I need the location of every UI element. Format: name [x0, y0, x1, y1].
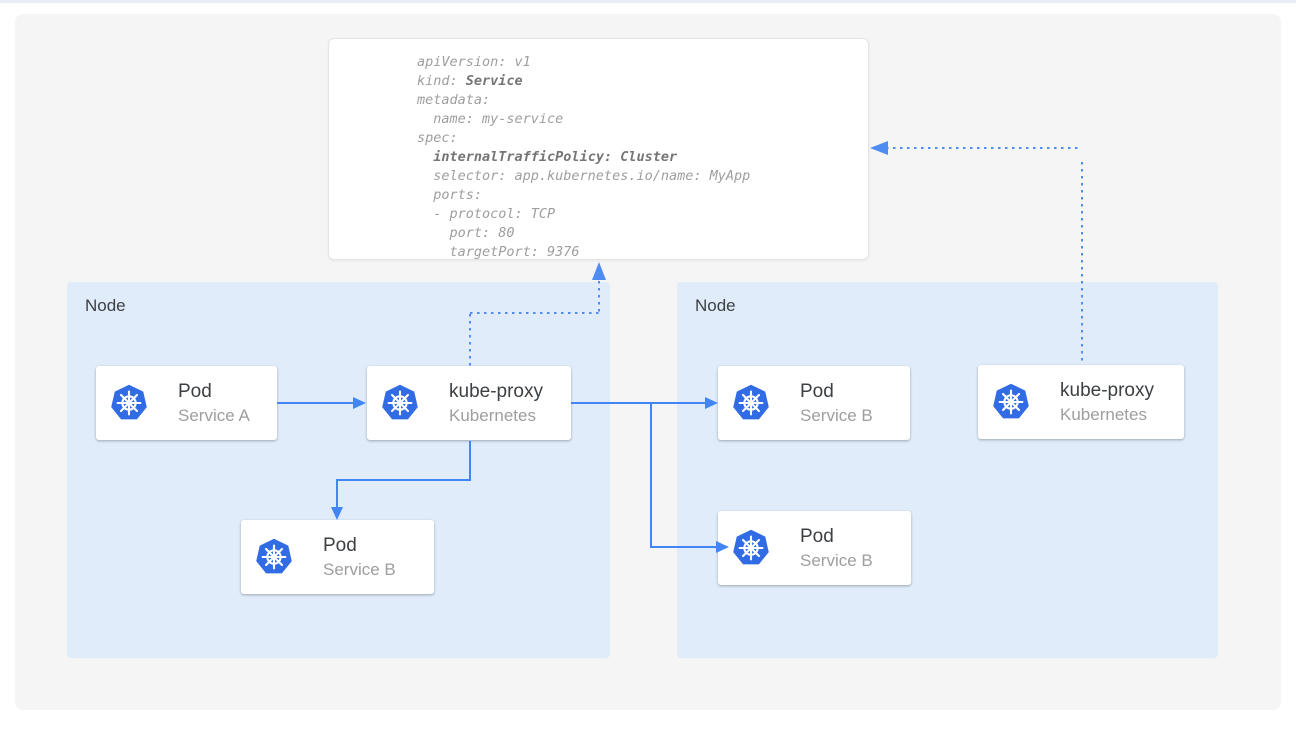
node-panel-right: Node — [677, 282, 1218, 658]
kubernetes-icon — [255, 538, 293, 576]
node-label: Node — [85, 296, 126, 315]
pod-card-service-a: Pod Service A — [96, 366, 277, 440]
yaml-line: name: my-service — [417, 111, 564, 127]
arrow-kube-proxy-down — [469, 441, 471, 481]
dotted-line-kube-proxy-right-across — [886, 147, 1082, 149]
kube-proxy-card-left: kube-proxy Kubernetes — [367, 366, 571, 440]
card-subtitle: Service A — [178, 405, 250, 425]
card-subtitle: Service B — [323, 559, 396, 579]
top-divider-rule — [0, 0, 1296, 3]
kubernetes-icon — [992, 383, 1030, 421]
kubernetes-icon — [381, 384, 419, 422]
arrowhead-left-icon — [870, 141, 888, 155]
yaml-line: targetPort: 9376 — [417, 244, 580, 260]
card-subtitle: Service B — [800, 405, 873, 425]
yaml-line: kind: Service — [417, 73, 523, 89]
card-title: Pod — [178, 380, 212, 402]
yaml-line: - protocol: TCP — [417, 206, 556, 222]
card-title: kube-proxy — [1060, 379, 1154, 401]
arrow-to-pod-right-bottom — [651, 546, 716, 548]
arrow-branch-vertical — [650, 402, 652, 548]
dotted-line-kube-proxy-left-to-yaml — [598, 281, 600, 312]
kubernetes-icon — [110, 384, 148, 422]
yaml-line: port: 80 — [417, 225, 515, 241]
kubernetes-icon — [732, 529, 770, 567]
card-subtitle: Kubernetes — [449, 405, 536, 425]
arrowhead-right-icon — [353, 397, 366, 409]
arrow-pod-a-to-kube-proxy — [277, 402, 353, 404]
kube-proxy-card-right: kube-proxy Kubernetes — [978, 365, 1184, 439]
arrowhead-up-icon — [592, 262, 606, 280]
arrow-kube-proxy-left — [336, 479, 471, 481]
dotted-line-kube-proxy-right-up — [1081, 162, 1083, 365]
yaml-line: ports: — [417, 187, 483, 203]
arrow-kube-proxy-to-pod-right-top — [571, 402, 705, 404]
yaml-line: internalTrafficPolicy: Cluster — [433, 149, 678, 165]
kubernetes-icon — [732, 384, 770, 422]
dotted-line-kube-proxy-left-up — [469, 314, 471, 367]
card-title: Pod — [800, 380, 834, 402]
yaml-line: spec: — [417, 130, 458, 146]
card-title: Pod — [323, 534, 357, 556]
service-yaml-card: apiVersion: v1 kind: Service metadata: n… — [328, 38, 869, 260]
yaml-line: selector: app.kubernetes.io/name: MyApp — [417, 168, 751, 184]
arrowhead-right-icon — [716, 541, 729, 553]
dotted-line-kube-proxy-left-across — [470, 312, 600, 314]
node-panel-left: Node — [67, 282, 610, 658]
pod-card-service-b-left: Pod Service B — [241, 520, 434, 594]
pod-card-service-b-right-top: Pod Service B — [718, 366, 910, 440]
pod-card-service-b-right-bottom: Pod Service B — [718, 511, 911, 585]
yaml-line: apiVersion: v1 — [417, 54, 531, 70]
card-subtitle: Service B — [800, 550, 873, 570]
card-subtitle: Kubernetes — [1060, 404, 1147, 424]
card-title: kube-proxy — [449, 380, 543, 402]
yaml-line: metadata: — [417, 92, 491, 108]
arrowhead-down-icon — [331, 507, 343, 520]
arrow-into-pod-b-left — [336, 479, 338, 507]
arrowhead-right-icon — [705, 397, 718, 409]
node-label: Node — [695, 296, 736, 315]
card-title: Pod — [800, 525, 834, 547]
